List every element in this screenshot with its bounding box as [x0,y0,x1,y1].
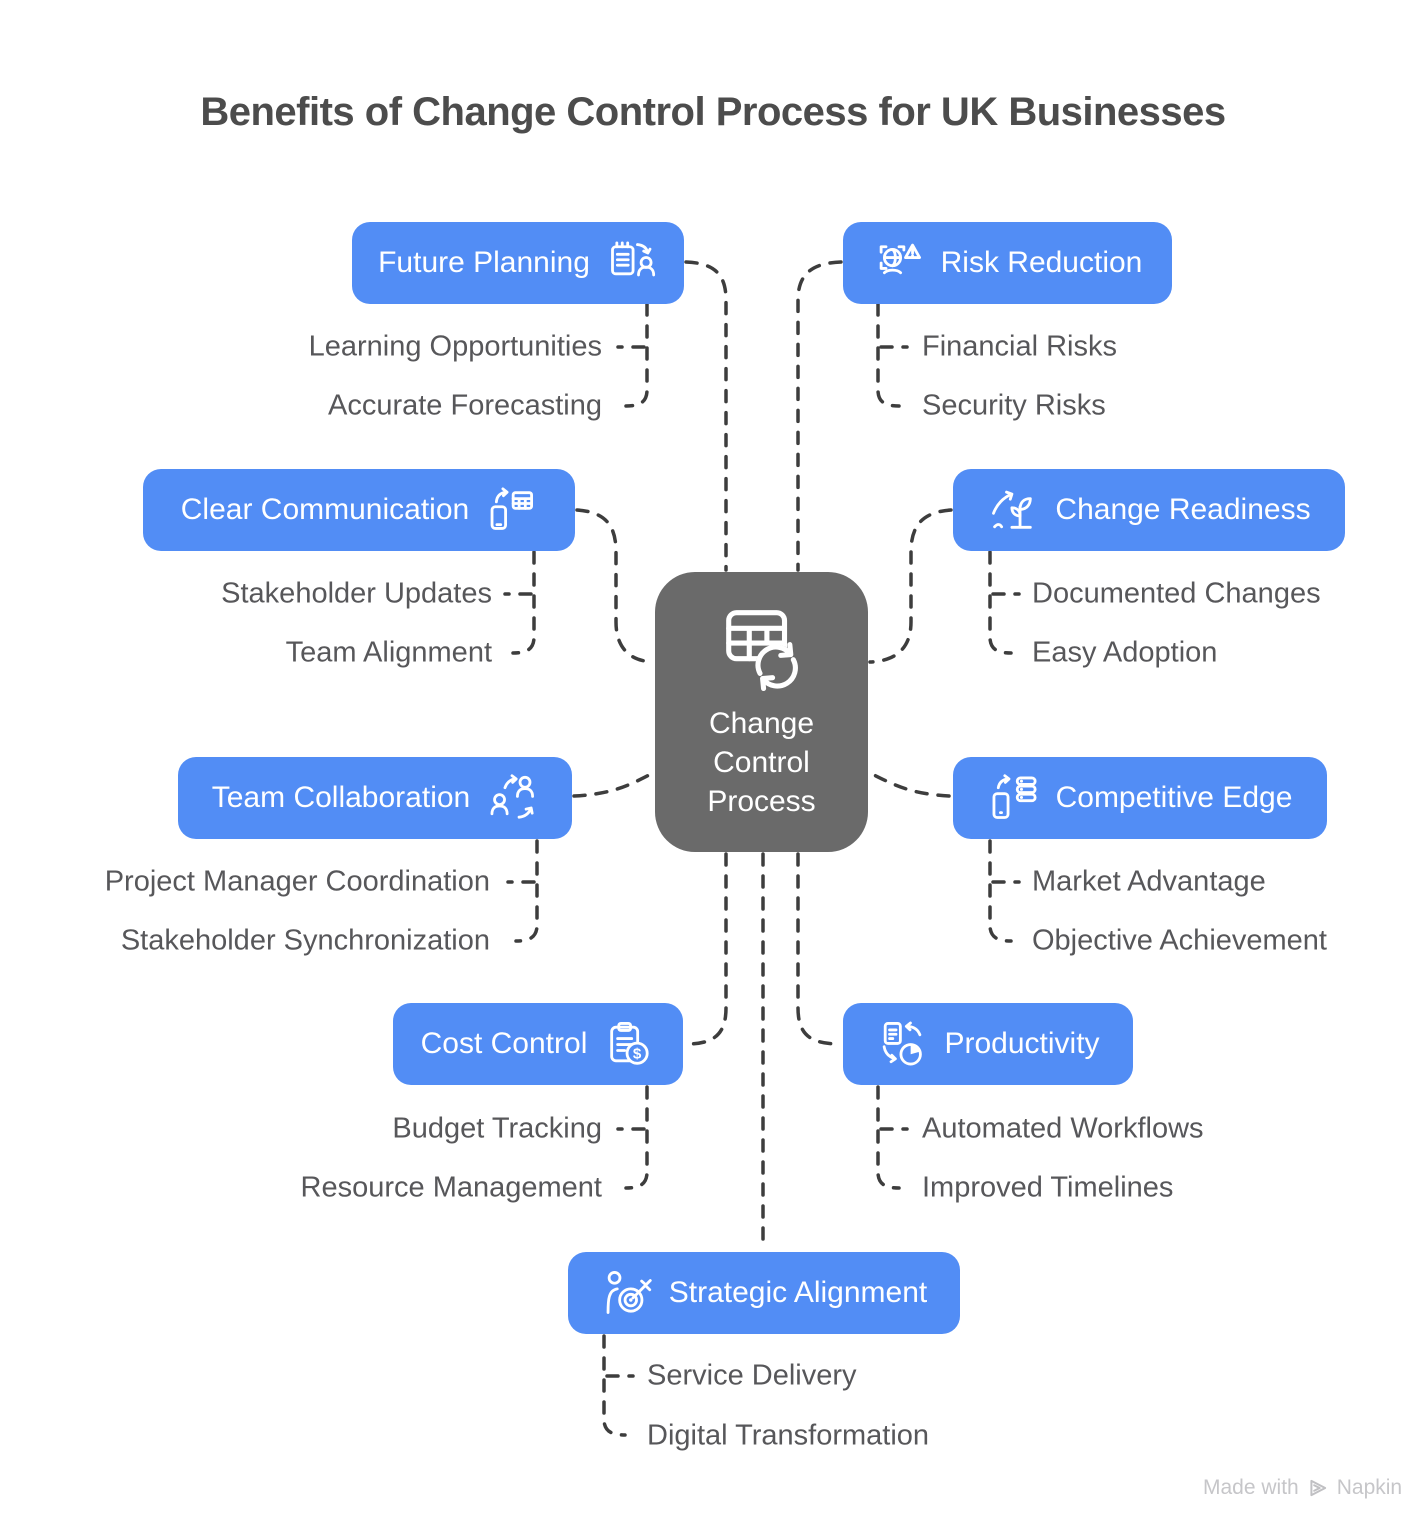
connector-future-planning-leaves [624,302,649,408]
connector-team-collaboration-leaves [514,839,539,943]
doc-chart-sync-icon [883,1021,923,1066]
connector-cost-control-leaves [624,1085,649,1190]
diagram-title: Benefits of Change Control Process for U… [200,90,1226,134]
sprout-growth-icon [992,490,1033,529]
connector-future-planning-center [684,260,728,572]
branch-label: Future Planning [378,246,590,279]
leaf-stakeholder-updates: Stakeholder Updates [221,577,492,610]
branch-label: Cost Control [420,1027,588,1060]
clipboard-dollar-icon: $ [610,1022,649,1065]
connector-clear-communication-leaves [511,550,536,655]
connector-productivity-leaves [876,1085,901,1190]
connector-strategic-alignment-leaves [602,1334,627,1437]
leaf-resource-management: Resource Management [300,1171,602,1204]
people-sync-icon [490,774,535,819]
connector-risk-reduction-center [796,260,843,572]
leaf-automated-workflows: Automated Workflows [922,1112,1204,1145]
connector-center-cost-control [684,852,728,1046]
branch-label: Risk Reduction [940,246,1143,279]
connector-risk-reduction-leaves [876,302,901,408]
branch-label: Change Readiness [1055,493,1311,526]
center-node-label: Change Control Process [707,707,816,818]
leaf-improved-timelines: Improved Timelines [922,1171,1174,1204]
leaf-financial-risks: Financial Risks [922,330,1117,363]
branch-label: Clear Communication [180,493,470,526]
connector-clear-communication-center [575,508,655,664]
phone-calendar-icon [490,487,534,530]
leaf-stakeholder-synchronization: Stakeholder Synchronization [120,924,490,957]
napkin-logo-icon [1310,1479,1326,1497]
table-sync-icon [725,610,798,692]
connector-team-collaboration-center [572,771,655,798]
phone-server-icon [992,774,1037,819]
branch-node-risk-reduction: Risk Reduction [843,222,1172,304]
leaf-easy-adoption: Easy Adoption [1032,636,1218,669]
leaf-learning-opportunities: Learning Opportunities [308,330,602,363]
connector-change-readiness-leaves [988,550,1013,655]
branch-node-competitive-edge: Competitive Edge [953,757,1327,839]
connector-change-readiness-center [868,508,953,664]
svg-text:$: $ [633,1045,642,1062]
leaf-digital-transformation: Digital Transformation [647,1419,930,1452]
branch-node-change-readiness: Change Readiness [953,469,1345,551]
branch-node-clear-communication: Clear Communication [143,469,575,551]
leaf-team-alignment: Team Alignment [285,636,492,669]
leaf-market-advantage: Market Advantage [1032,865,1266,898]
person-target-icon [606,1271,652,1314]
napkin-watermark: Made with Napkin [1203,1476,1402,1500]
connector-competitive-edge-center [868,771,951,798]
leaf-documented-changes: Documented Changes [1032,577,1321,610]
branch-node-strategic-alignment: Strategic Alignment [568,1252,960,1334]
branch-label: Competitive Edge [1055,781,1293,814]
leaf-service-delivery: Service Delivery [647,1359,857,1392]
watermark-brand: Napkin [1336,1476,1403,1499]
branch-node-future-planning: Future Planning [352,222,684,304]
leaf-security-risks: Security Risks [922,389,1106,422]
branch-label: Team Collaboration [211,781,471,814]
watermark-prefix: Made with [1203,1476,1299,1499]
notepad-person-icon [610,241,655,277]
leaf-accurate-forecasting: Accurate Forecasting [327,389,602,422]
branch-label: Productivity [944,1027,1100,1060]
branch-label: Strategic Alignment [668,1276,928,1309]
connector-competitive-edge-leaves [988,839,1013,943]
branch-node-productivity: Productivity [843,1003,1133,1085]
leaf-budget-tracking: Budget Tracking [392,1112,602,1145]
leaf-objective-achievement: Objective Achievement [1032,924,1327,957]
connector-center-productivity [796,852,842,1046]
leaf-project-manager-coordination: Project Manager Coordination [104,865,490,898]
branch-node-team-collaboration: Team Collaboration [178,757,572,839]
branch-node-cost-control: Cost Control $ [393,1003,683,1085]
center-node-change-control-process: Change Control Process [655,572,868,852]
face-warning-icon [879,243,921,275]
